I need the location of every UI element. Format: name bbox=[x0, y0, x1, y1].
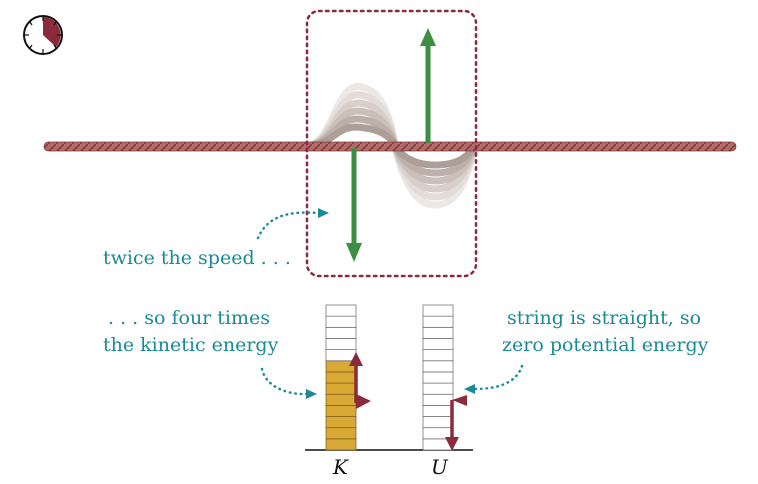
kinetic-energy-flag bbox=[349, 352, 371, 409]
potential-energy-flag bbox=[445, 395, 467, 451]
potential-pointer-head bbox=[464, 384, 475, 394]
energy-segment bbox=[422, 304, 454, 317]
speed-annotation: twice the speed . . . bbox=[103, 247, 291, 269]
energy-segment bbox=[325, 371, 357, 384]
energy-segment bbox=[325, 405, 357, 417]
string bbox=[43, 141, 737, 152]
kinetic-annotation-line1: . . . so four times bbox=[108, 307, 271, 329]
potential-annotation-line1: string is straight, so bbox=[507, 307, 702, 329]
energy-segment bbox=[422, 360, 454, 373]
kinetic-pointer-head bbox=[306, 389, 317, 399]
energy-segment bbox=[422, 349, 454, 362]
energy-segment bbox=[325, 416, 357, 429]
energy-segment bbox=[325, 427, 357, 440]
speed-pointer bbox=[256, 211, 320, 240]
clock-icon bbox=[23, 15, 63, 55]
energy-segment bbox=[325, 326, 357, 339]
energy-segment bbox=[325, 315, 357, 328]
kinetic-energy-label: K bbox=[333, 455, 348, 479]
energy-segment bbox=[325, 438, 357, 451]
energy-segment bbox=[422, 326, 454, 339]
energy-segment bbox=[325, 393, 357, 406]
potential-annotation-line2: zero potential energy bbox=[502, 334, 709, 356]
energy-segment bbox=[325, 349, 357, 362]
highlight-frame bbox=[305, 9, 478, 278]
energy-segment bbox=[422, 338, 454, 350]
velocity-arrow-down bbox=[346, 148, 362, 262]
potential-energy-label: U bbox=[431, 455, 448, 479]
energy-segment bbox=[325, 382, 357, 395]
energy-segment bbox=[325, 338, 357, 350]
energy-segment bbox=[422, 382, 454, 395]
velocity-arrow-up bbox=[420, 28, 436, 143]
energy-segment bbox=[325, 304, 357, 317]
potential-energy-bar bbox=[422, 304, 454, 451]
potential-pointer bbox=[472, 364, 524, 391]
kinetic-annotation-line2: the kinetic energy bbox=[103, 334, 279, 356]
energy-segment bbox=[422, 315, 454, 328]
energy-segment bbox=[422, 405, 454, 417]
energy-segment bbox=[422, 416, 454, 429]
kinetic-pointer bbox=[260, 367, 309, 396]
kinetic-energy-bar bbox=[325, 304, 357, 451]
energy-segment bbox=[422, 371, 454, 384]
speed-pointer-head bbox=[318, 208, 329, 218]
energy-segment bbox=[422, 393, 454, 406]
